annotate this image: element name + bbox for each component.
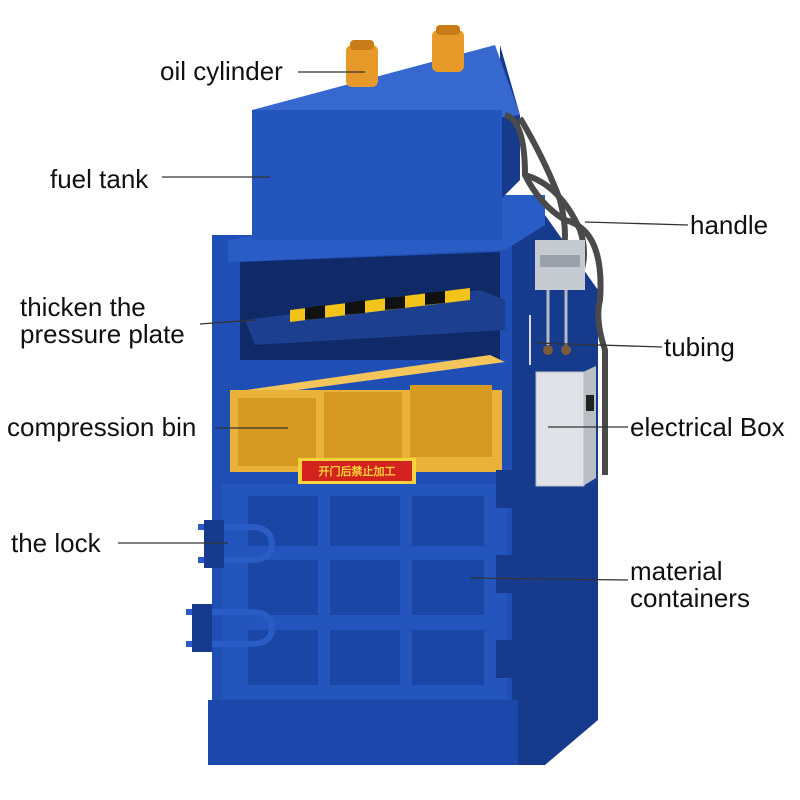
warning-sign-text: 开门后禁止加工 <box>319 464 396 478</box>
electrical-box-switch <box>586 395 594 411</box>
oil-cylinder-left-cap <box>350 40 374 50</box>
leader-pressure-plate <box>199 319 256 325</box>
compression-bin-panels <box>238 385 492 466</box>
door-panels <box>248 496 484 685</box>
valve-knob <box>561 345 571 355</box>
leader-material-containers <box>469 577 629 581</box>
warning-sign <box>302 461 412 481</box>
label-fuel-tank: fuel tank <box>50 164 149 194</box>
label-compression-bin: compression bin <box>7 412 197 442</box>
leader-handle <box>584 221 689 226</box>
electrical-box <box>535 371 585 487</box>
compression-bin-top <box>232 355 505 398</box>
door-hinges <box>496 470 512 678</box>
fuel-tank-front <box>252 110 502 240</box>
label-material-line1: material <box>630 556 723 586</box>
machine-base <box>208 700 518 765</box>
label-tubing: tubing <box>664 332 735 362</box>
door-lock <box>186 524 276 647</box>
machine-side-face <box>505 215 598 765</box>
door-lock-plates <box>192 520 224 652</box>
electrical-box-side <box>583 366 596 486</box>
valve-handles <box>546 290 568 345</box>
oil-cylinder-right-cap <box>436 25 460 35</box>
label-oil-cylinder: oil cylinder <box>160 56 283 86</box>
label-thicken-pressure-plate: thicken the pressure plate <box>20 294 185 348</box>
label-electrical-box: electrical Box <box>630 412 785 442</box>
oil-cylinder-left <box>346 45 378 87</box>
label-material-line2: containers <box>630 583 750 613</box>
label-material-containers: material containers <box>630 558 750 612</box>
leader-lines <box>118 71 689 581</box>
valve-handle-block <box>540 255 580 267</box>
label-thicken-line2: pressure plate <box>20 319 185 349</box>
pressure-plate <box>245 290 505 345</box>
label-thicken-line1: thicken the <box>20 292 146 322</box>
hazard-stripe-black <box>305 291 445 320</box>
label-the-lock: the lock <box>11 528 101 558</box>
oil-cylinder-right <box>432 30 464 72</box>
valve-knob <box>543 345 553 355</box>
leader-tubing <box>534 342 663 348</box>
label-handle: handle <box>690 210 769 240</box>
